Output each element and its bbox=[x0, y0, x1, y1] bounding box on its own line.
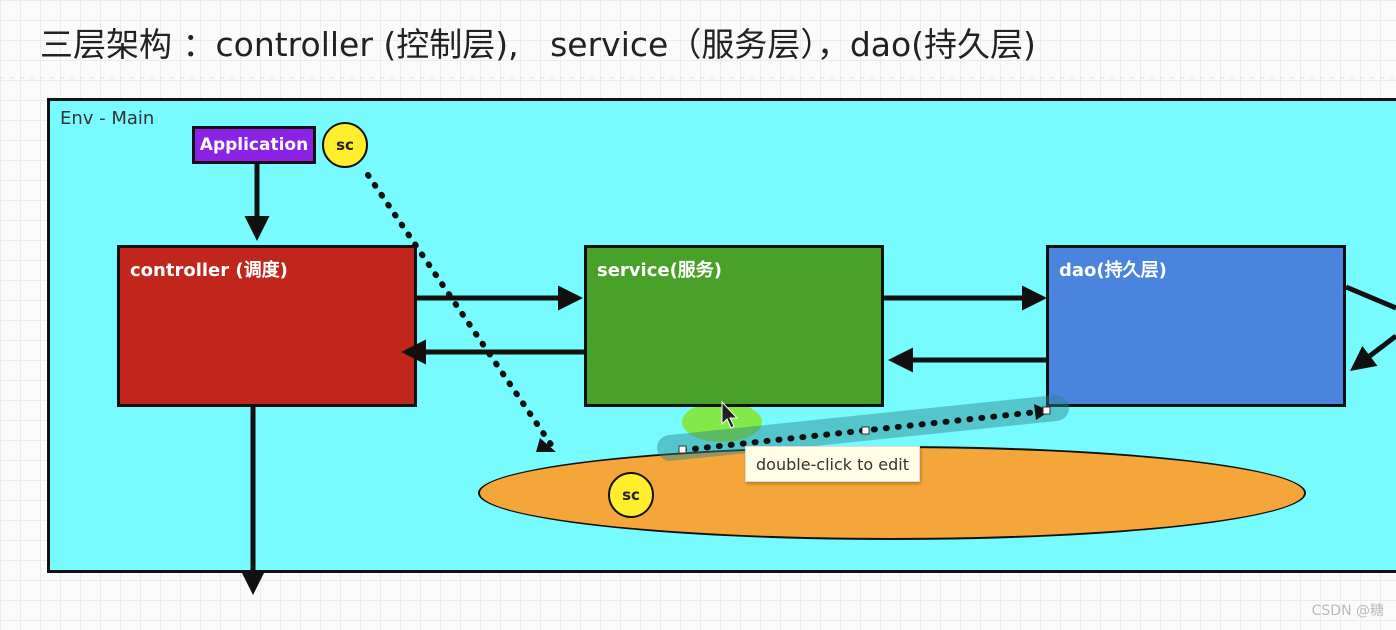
env-label: Env - Main bbox=[60, 108, 155, 129]
edit-tooltip: double-click to edit bbox=[745, 446, 921, 482]
controller-label: controller (调度) bbox=[130, 260, 288, 281]
controller-box[interactable]: controller (调度) bbox=[117, 245, 417, 407]
service-box[interactable]: service(服务) bbox=[584, 245, 884, 407]
service-label: service(服务) bbox=[597, 260, 723, 281]
sc-badge-ellipse[interactable]: sc bbox=[608, 472, 654, 518]
watermark: CSDN @糖 bbox=[1311, 603, 1384, 619]
application-box[interactable]: Application bbox=[192, 126, 316, 164]
dao-box[interactable]: dao(持久层) bbox=[1046, 245, 1346, 407]
dao-label: dao(持久层) bbox=[1059, 260, 1167, 281]
sc-badge-top[interactable]: sc bbox=[322, 122, 368, 168]
page-title: 三层架构 ：controller (控制层), service（服务层），dao… bbox=[40, 25, 1036, 64]
hover-highlight bbox=[682, 402, 762, 442]
